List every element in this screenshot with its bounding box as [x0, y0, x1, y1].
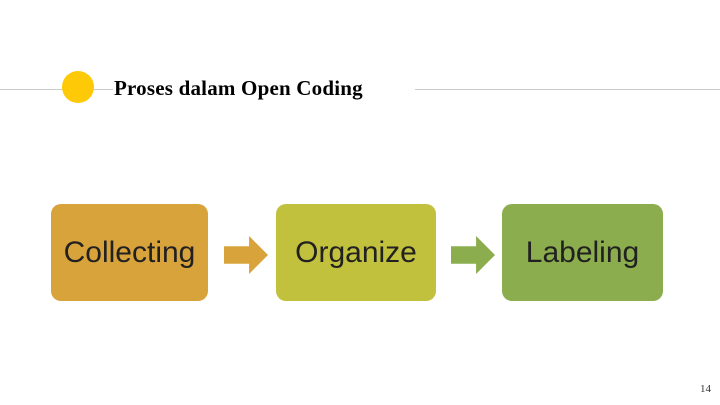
step-box-labeling: Labeling	[502, 204, 663, 301]
step-box-collecting: Collecting	[51, 204, 208, 301]
page-number: 14	[700, 383, 711, 395]
title-rule-left	[0, 89, 113, 90]
right-arrow-icon	[224, 236, 268, 274]
title-rule-right	[415, 89, 720, 90]
slide-title: Proses dalam Open Coding	[114, 76, 363, 100]
right-arrow-icon	[451, 236, 495, 274]
step-box-organize: Organize	[276, 204, 436, 301]
title-bullet-circle-icon	[62, 71, 94, 103]
